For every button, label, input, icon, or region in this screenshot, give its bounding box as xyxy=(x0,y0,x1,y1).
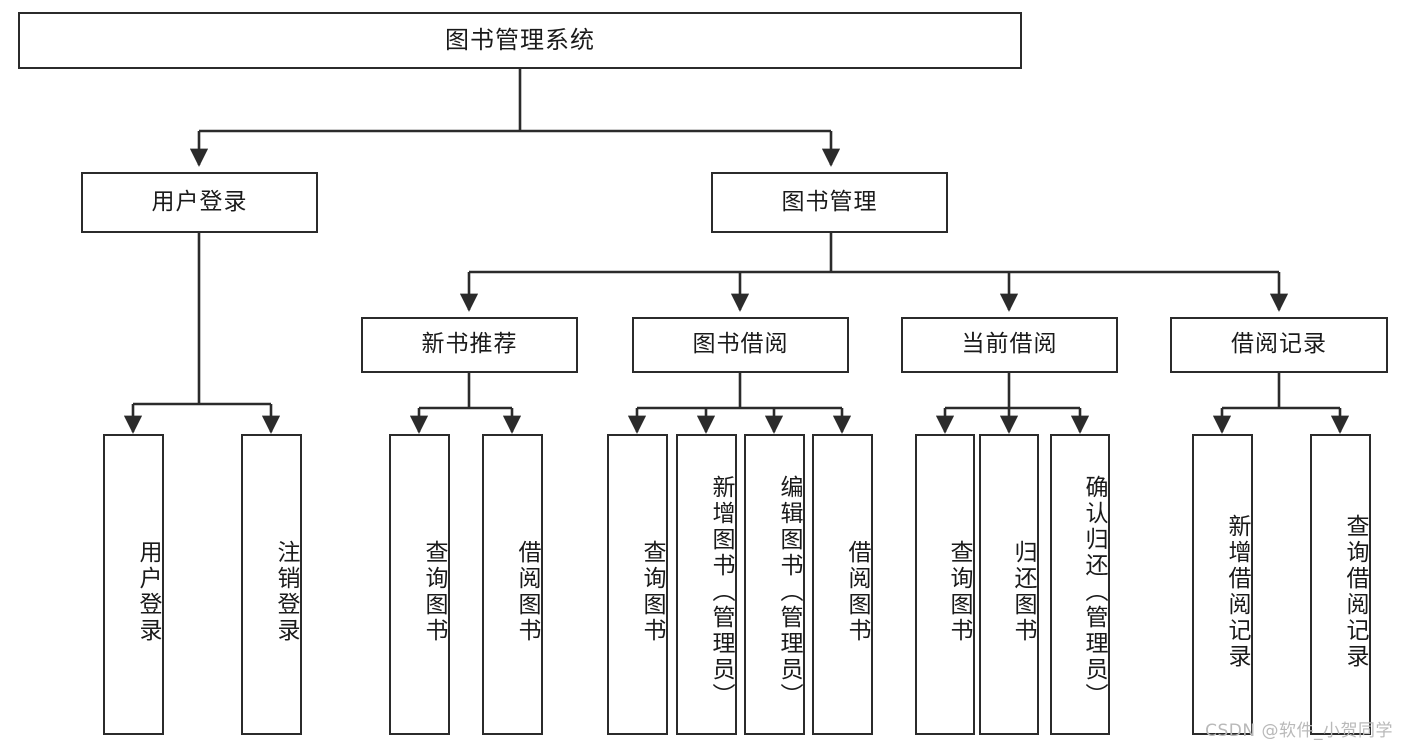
node-label: 新增借阅记录 xyxy=(1224,513,1250,670)
node-label: 用户登录 xyxy=(135,539,161,644)
node-label: 新书推荐 xyxy=(421,331,518,358)
leaf-borrow-query-book[interactable]: 查询图书 xyxy=(607,434,668,735)
node-borrow-record[interactable]: 借阅记录 xyxy=(1170,317,1388,373)
leaf-user-login[interactable]: 用户登录 xyxy=(103,434,164,735)
leaf-borrow-add-book-admin[interactable]: 新增图书（管理员） xyxy=(676,434,737,735)
leaf-borrow-edit-book-admin[interactable]: 编辑图书（管理员） xyxy=(744,434,805,735)
node-book-borrow[interactable]: 图书借阅 xyxy=(632,317,849,373)
node-label: 用户登录 xyxy=(151,188,248,215)
node-label: 归还图书 xyxy=(1010,539,1036,644)
node-root-book-management-system[interactable]: 图书管理系统 xyxy=(18,12,1022,69)
node-label: 编辑图书（管理员） xyxy=(776,474,802,709)
node-label: 借阅图书 xyxy=(514,539,540,644)
node-label: 图书借阅 xyxy=(692,331,789,358)
leaf-borrow-borrow-book[interactable]: 借阅图书 xyxy=(812,434,873,735)
leaf-current-confirm-return-admin[interactable]: 确认归还（管理员） xyxy=(1050,434,1110,735)
node-label: 查询图书 xyxy=(421,539,447,644)
node-label: 查询图书 xyxy=(946,539,972,644)
node-label: 确认归还（管理员） xyxy=(1081,474,1107,709)
leaf-current-query-book[interactable]: 查询图书 xyxy=(915,434,975,735)
leaf-current-return-book[interactable]: 归还图书 xyxy=(979,434,1039,735)
node-label: 图书管理系统 xyxy=(445,26,595,55)
node-label: 借阅记录 xyxy=(1231,331,1327,358)
node-current-borrow[interactable]: 当前借阅 xyxy=(901,317,1118,373)
node-user-login[interactable]: 用户登录 xyxy=(81,172,318,233)
node-label: 借阅图书 xyxy=(844,539,870,644)
leaf-new-book-query-book[interactable]: 查询图书 xyxy=(389,434,450,735)
node-label: 图书管理 xyxy=(781,188,878,215)
leaf-new-book-borrow-book[interactable]: 借阅图书 xyxy=(482,434,543,735)
node-label: 查询图书 xyxy=(639,539,665,644)
node-label: 当前借阅 xyxy=(961,331,1058,358)
node-label: 新增图书（管理员） xyxy=(708,474,734,709)
leaf-logout[interactable]: 注销登录 xyxy=(241,434,302,735)
leaf-record-query-borrow-record[interactable]: 查询借阅记录 xyxy=(1310,434,1371,735)
leaf-record-add-borrow-record[interactable]: 新增借阅记录 xyxy=(1192,434,1253,735)
watermark-csdn: CSDN @软件_小贺同学 xyxy=(1205,721,1393,741)
node-label: 注销登录 xyxy=(273,539,299,644)
node-label: 查询借阅记录 xyxy=(1342,513,1368,670)
node-book-management[interactable]: 图书管理 xyxy=(711,172,948,233)
node-new-book-recommend[interactable]: 新书推荐 xyxy=(361,317,578,373)
